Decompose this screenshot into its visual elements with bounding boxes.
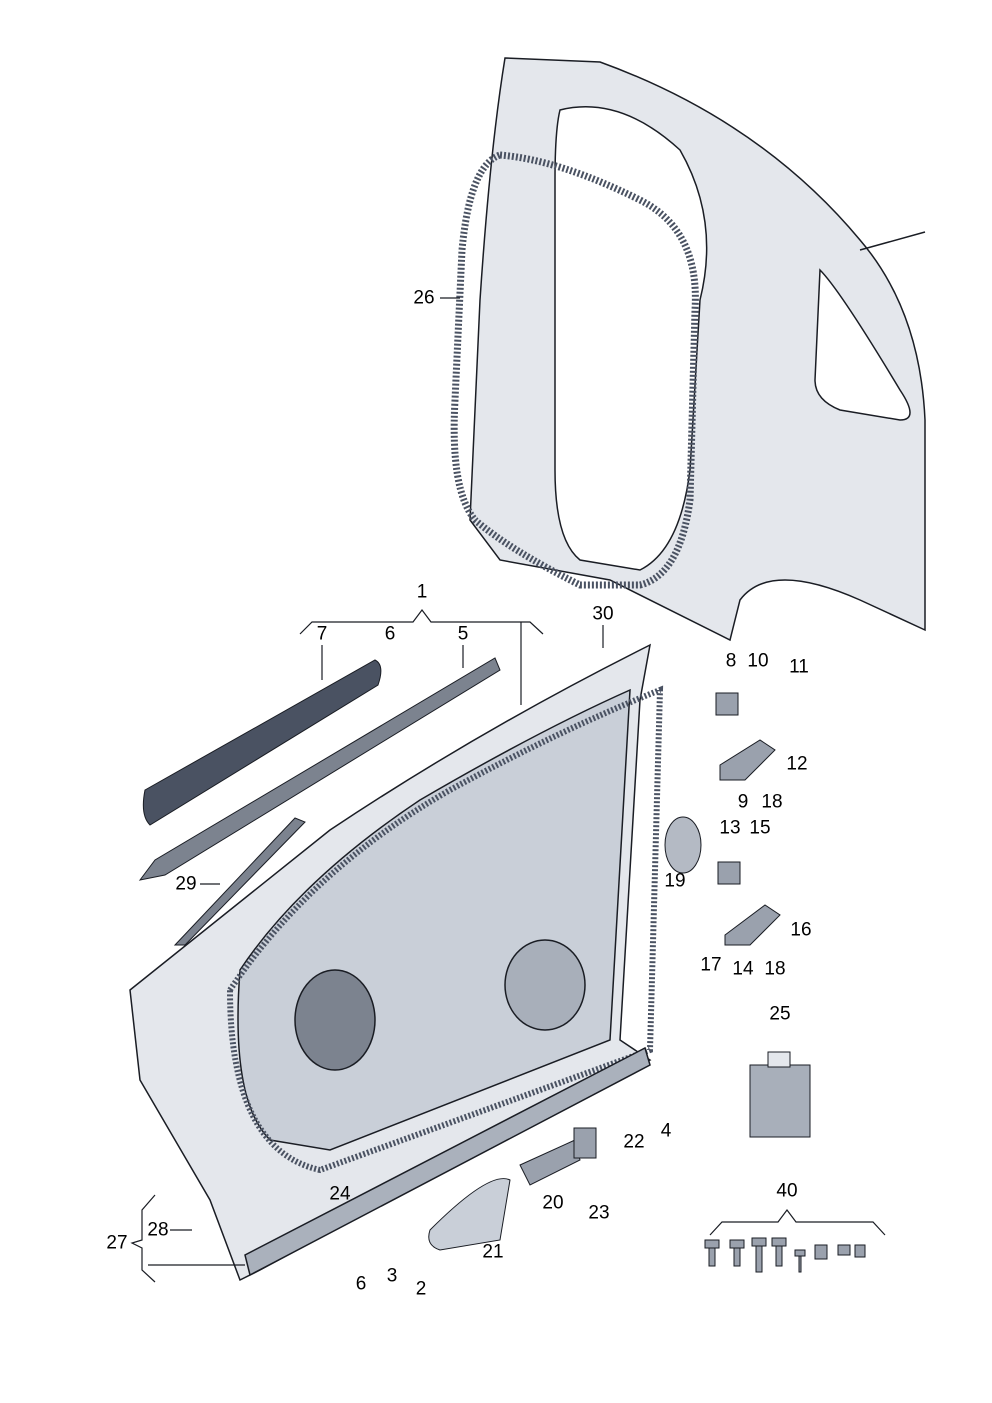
callout-26: 26 <box>413 287 435 309</box>
callout-5: 5 <box>457 623 469 645</box>
callout-27: 27 <box>106 1232 128 1254</box>
callout-19: 19 <box>664 870 686 892</box>
callout-14: 14 <box>732 958 754 980</box>
hinges <box>664 692 781 946</box>
trim-strip-7 <box>142 659 382 826</box>
callout-24: 24 <box>329 1183 351 1205</box>
callout-30: 30 <box>592 603 614 625</box>
callout-17: 17 <box>700 954 722 976</box>
callout-9: 9 <box>737 791 749 813</box>
callout-16: 16 <box>790 919 812 941</box>
callout-3: 3 <box>386 1265 398 1287</box>
callout-4: 4 <box>660 1120 672 1142</box>
callout-2: 2 <box>415 1278 427 1300</box>
callout-18: 18 <box>761 791 783 813</box>
callout-11: 11 <box>789 656 809 678</box>
callout-18b: 18 <box>764 958 786 980</box>
callout-29: 29 <box>175 873 197 895</box>
trim-strip-5 <box>138 657 501 881</box>
adhesive-bottle <box>749 1051 811 1138</box>
callout-23: 23 <box>588 1202 610 1224</box>
door-check <box>428 1127 597 1251</box>
callout-6b: 6 <box>355 1273 367 1295</box>
callout-13: 13 <box>719 817 741 839</box>
door-shell <box>129 643 664 1282</box>
callout-8: 8 <box>725 650 737 672</box>
callout-7: 7 <box>316 623 328 645</box>
callout-40: 40 <box>776 1180 798 1202</box>
callout-25: 25 <box>769 1003 791 1025</box>
callout-22: 22 <box>623 1131 645 1153</box>
leader-lines <box>130 297 886 1283</box>
callout-6: 6 <box>384 623 396 645</box>
callout-15: 15 <box>749 817 771 839</box>
fastener-set <box>704 1237 866 1273</box>
callout-12: 12 <box>786 753 808 775</box>
car-body-side-panel <box>469 57 926 642</box>
callout-28: 28 <box>147 1219 169 1241</box>
callout-21: 21 <box>482 1241 504 1263</box>
trim-strip-29 <box>173 817 306 946</box>
door-opening-seal <box>450 151 699 589</box>
callout-1: 1 <box>416 581 428 603</box>
callout-10: 10 <box>747 650 769 672</box>
callout-20: 20 <box>542 1192 564 1214</box>
